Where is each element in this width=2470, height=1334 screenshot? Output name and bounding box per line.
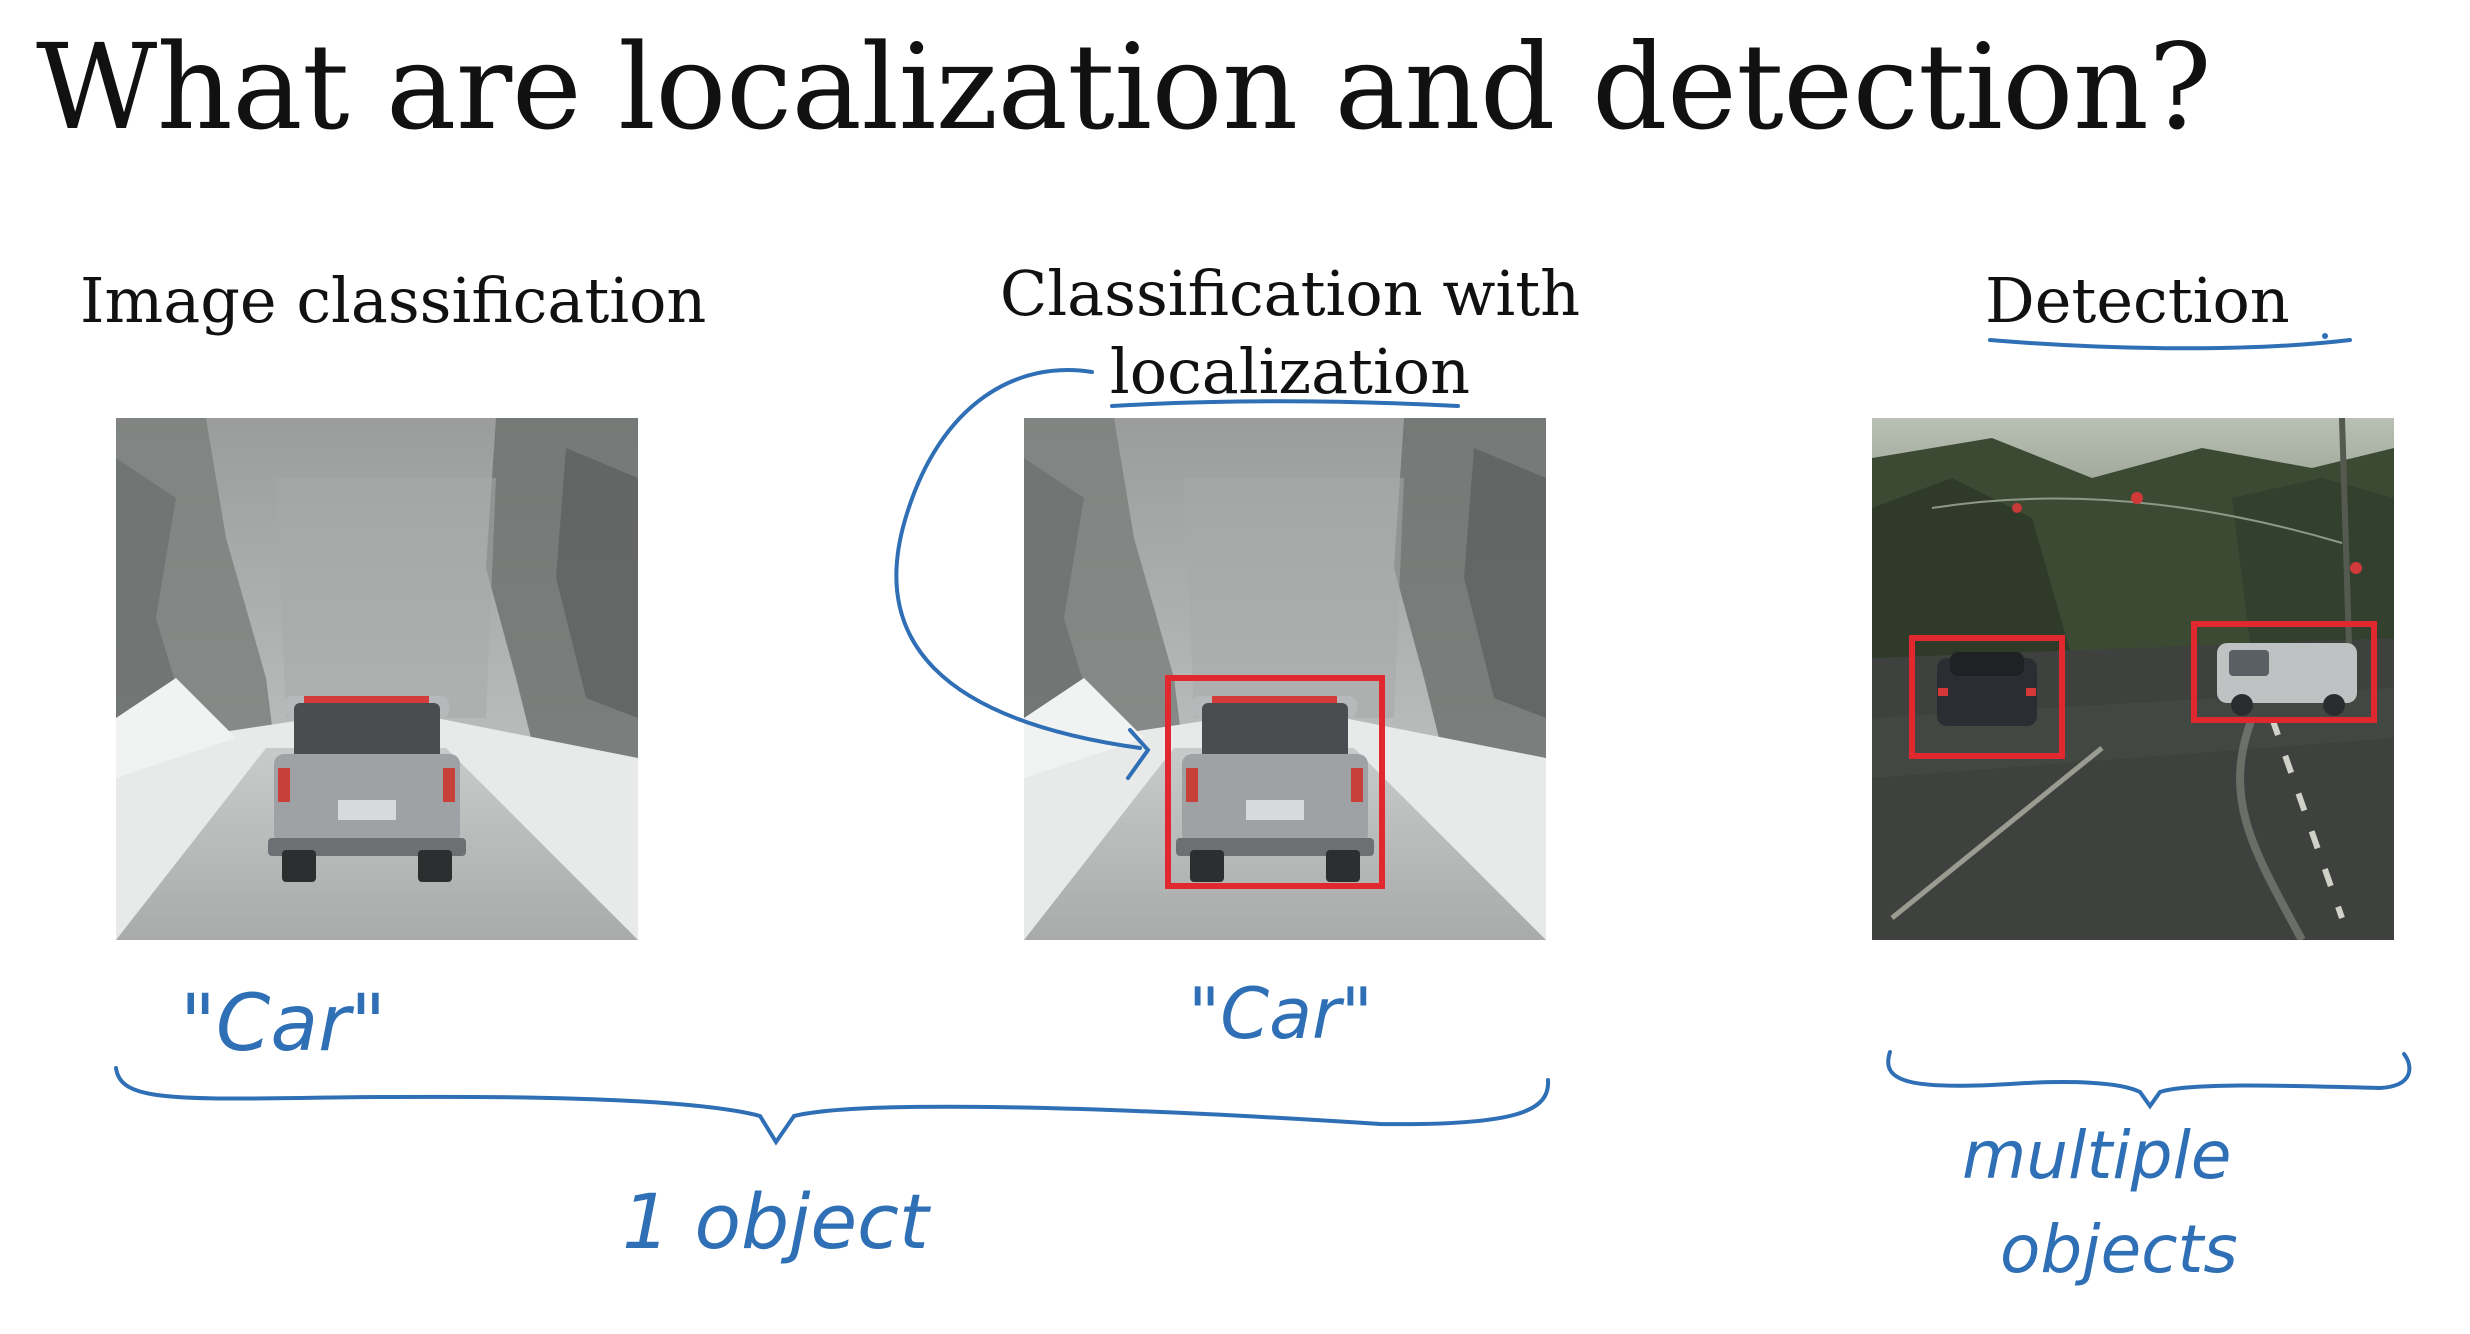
- annotation-multiple: multiple: [1962, 1117, 2232, 1194]
- caption-car-2: "Car": [1188, 973, 1373, 1055]
- label-classification-with-localization: Classification with localization: [990, 255, 1590, 410]
- caption-car-1: "Car": [180, 979, 386, 1069]
- annotation-one-object: 1 object: [622, 1177, 932, 1266]
- street-scene-image: [1872, 418, 2394, 940]
- street-photo-detection: [1872, 418, 2394, 940]
- label-line-2: localization: [1109, 334, 1471, 408]
- slide-title: What are localization and detection?: [36, 18, 2212, 156]
- label-image-classification: Image classification: [80, 264, 707, 337]
- brace-multiple-objects: [1886, 1050, 2412, 1110]
- snowy-road-image: [1024, 418, 1546, 940]
- brace-one-object: [114, 1066, 1551, 1146]
- snowy-road-image: [116, 418, 638, 940]
- bounding-box: [1165, 675, 1385, 889]
- car-photo-localization: [1024, 418, 1546, 940]
- annotation-objects: objects: [2000, 1211, 2238, 1288]
- car-photo-classification: [116, 418, 638, 940]
- label-detection: Detection: [1985, 264, 2290, 337]
- detection-box-left-car: [1909, 635, 2065, 759]
- detection-box-right-car: [2191, 621, 2377, 723]
- label-line-1: Classification with: [999, 257, 1581, 330]
- underline-detection: [1988, 338, 2352, 351]
